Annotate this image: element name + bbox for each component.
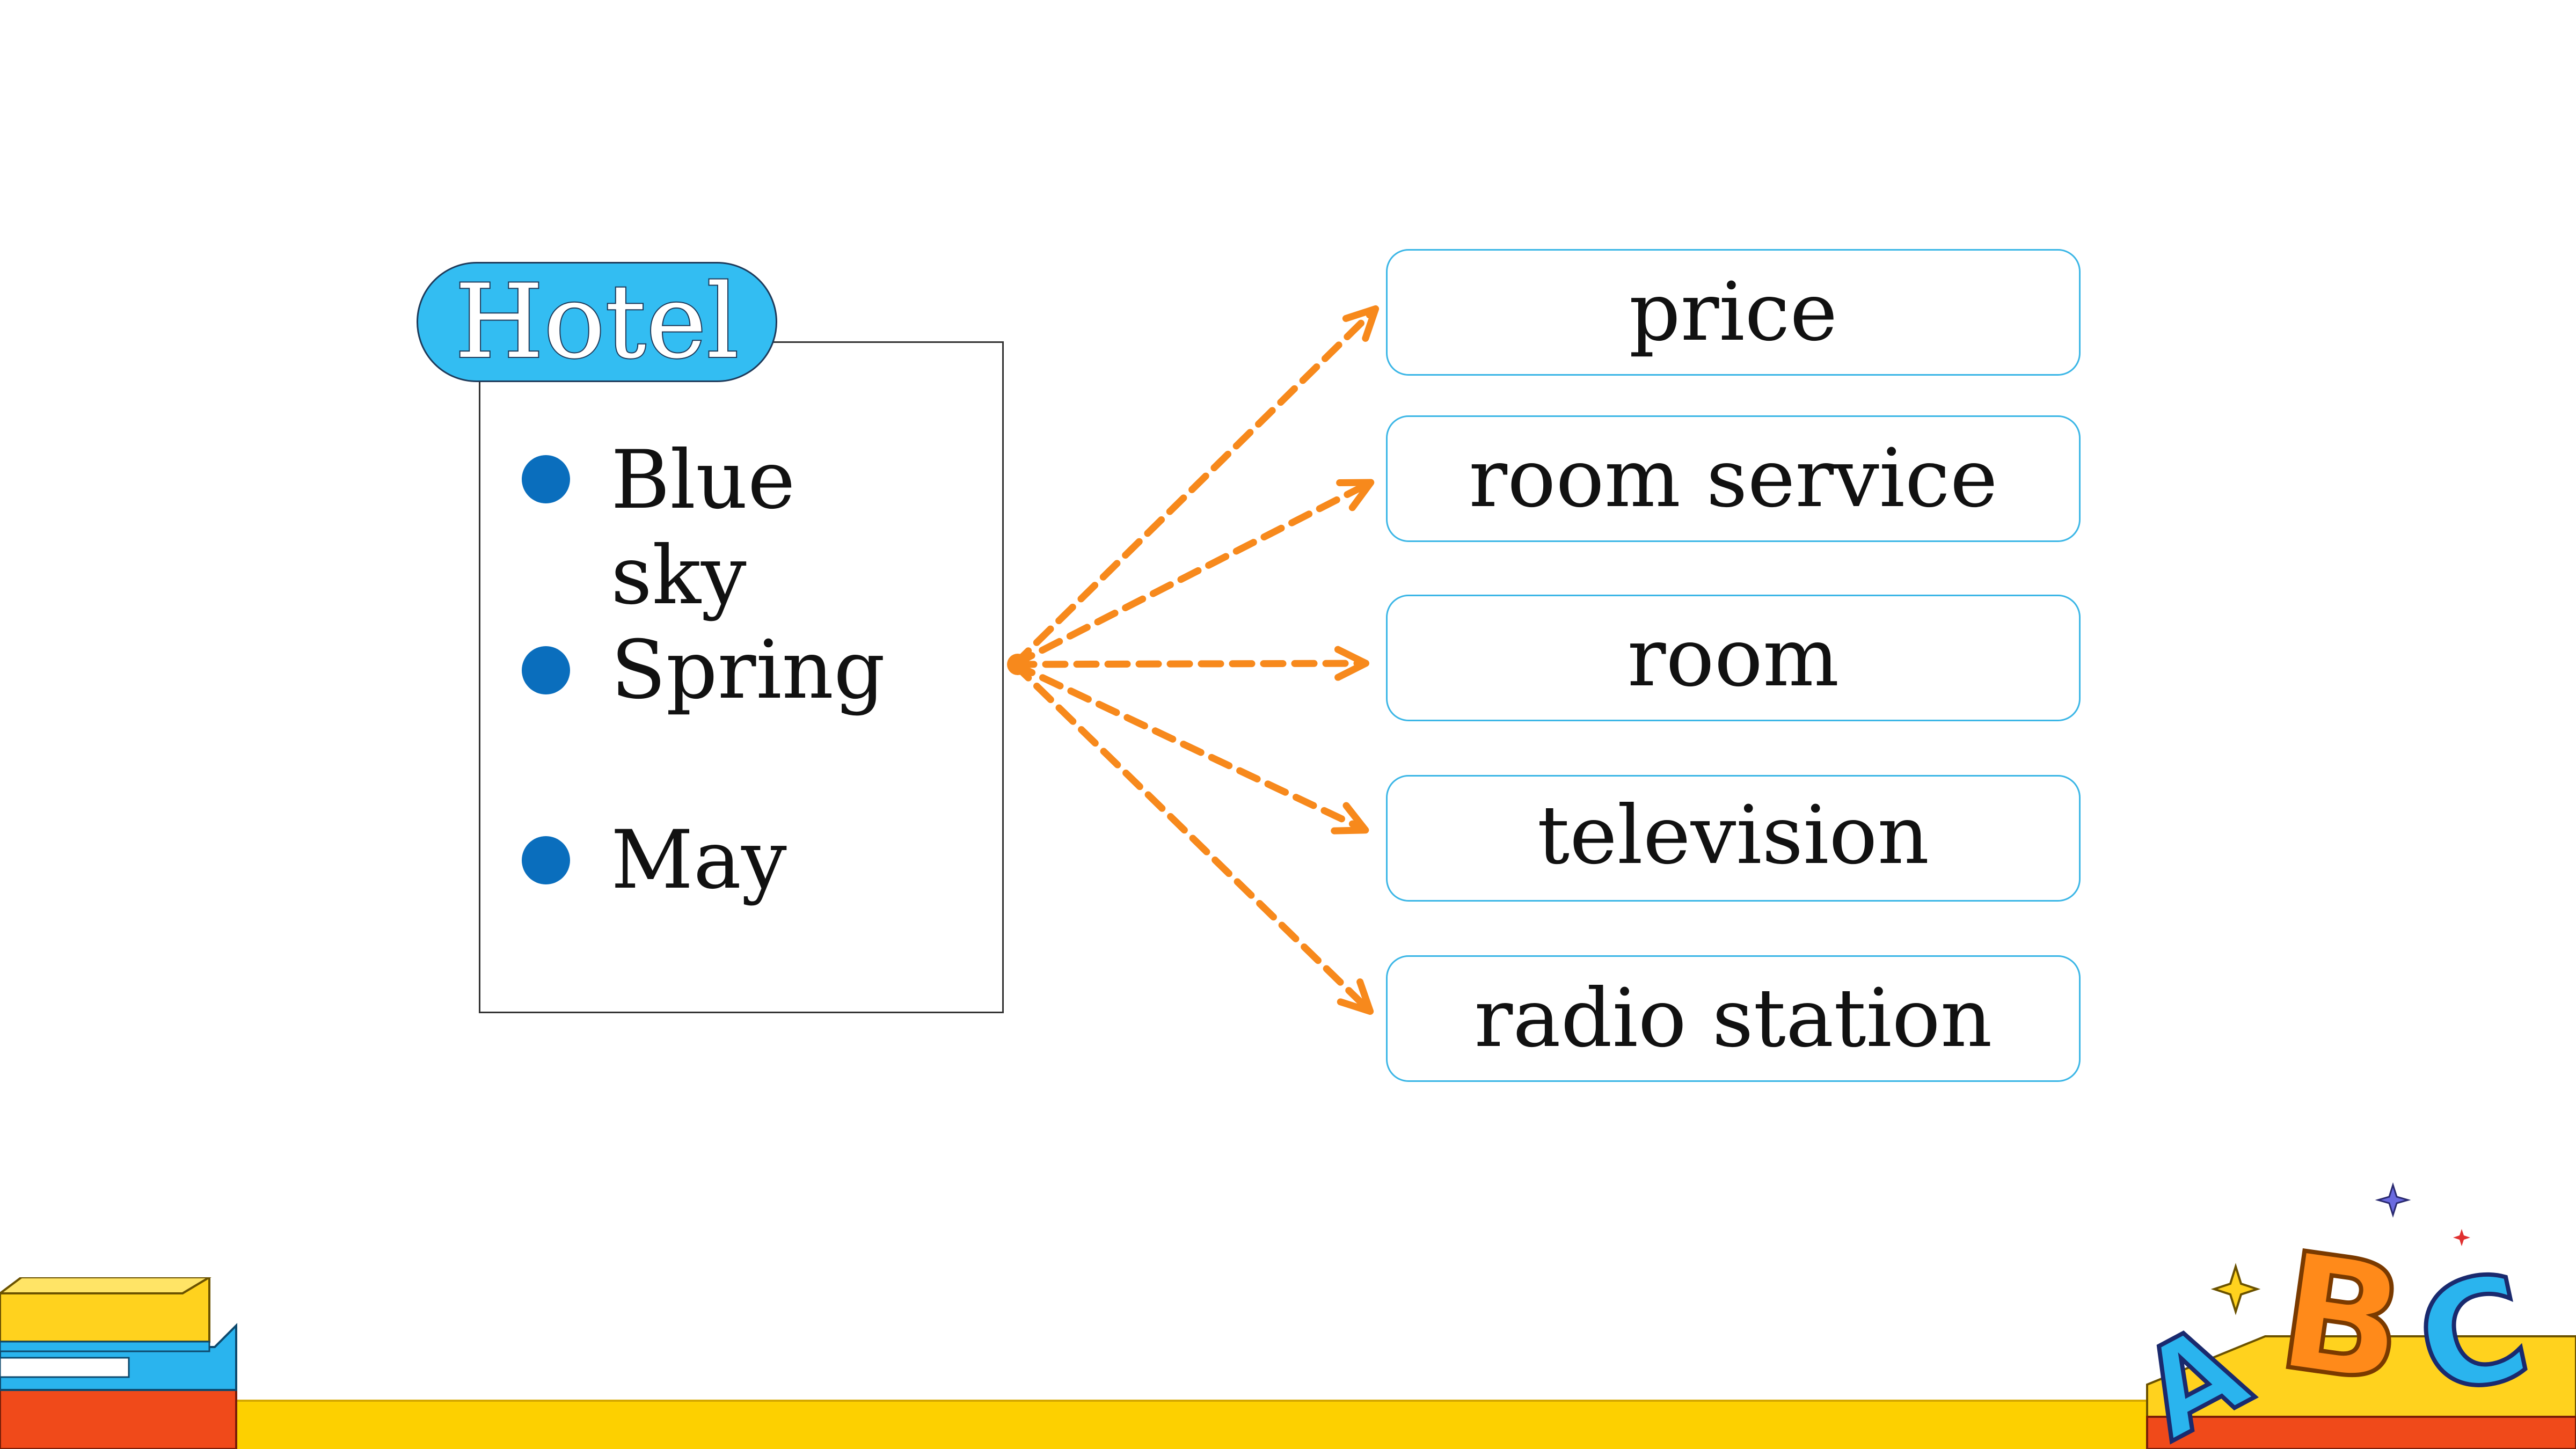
bullet-dot-3 [522,836,570,884]
target-television-service-label: television service [1537,789,1930,900]
target-television-service: television service [1386,775,2081,902]
arrow-to-radio-station [1011,661,1374,1015]
arrow-to-room [1011,646,1369,681]
abc-blocks-decoration: A B C [2115,1182,2576,1449]
arrow-to-price [1011,305,1380,668]
bullet-dot-1 [522,455,570,503]
target-radio-station: radio station [1386,955,2081,1082]
bullet-dot-2 [522,646,570,694]
hotel-item-blue-sky: Blue sky [611,434,796,623]
letter-b-icon: B [2268,1217,2416,1419]
hotel-item-spring: Spring [611,624,886,717]
sparkle-icon [2375,1182,2411,1218]
books-icon [0,1277,237,1449]
hotel-title-tag: Hotel [417,262,777,382]
target-room-service: room service [1386,415,2081,542]
target-radio-station-label: radio station [1474,972,1993,1065]
arrow-to-television-service [1011,661,1369,835]
sparkle-icon [2453,1229,2470,1246]
arrow-origin-dot [1007,654,1028,675]
hotel-item-may: May [611,814,787,907]
arrow-to-room-service [1011,479,1375,668]
target-price: price [1386,249,2081,376]
target-room: room [1386,595,2081,721]
target-room-label: room [1627,611,1840,705]
target-price-label: price [1629,266,1838,359]
sparkle-icon [2210,1263,2261,1315]
target-room-service-label: room service [1469,432,1998,525]
